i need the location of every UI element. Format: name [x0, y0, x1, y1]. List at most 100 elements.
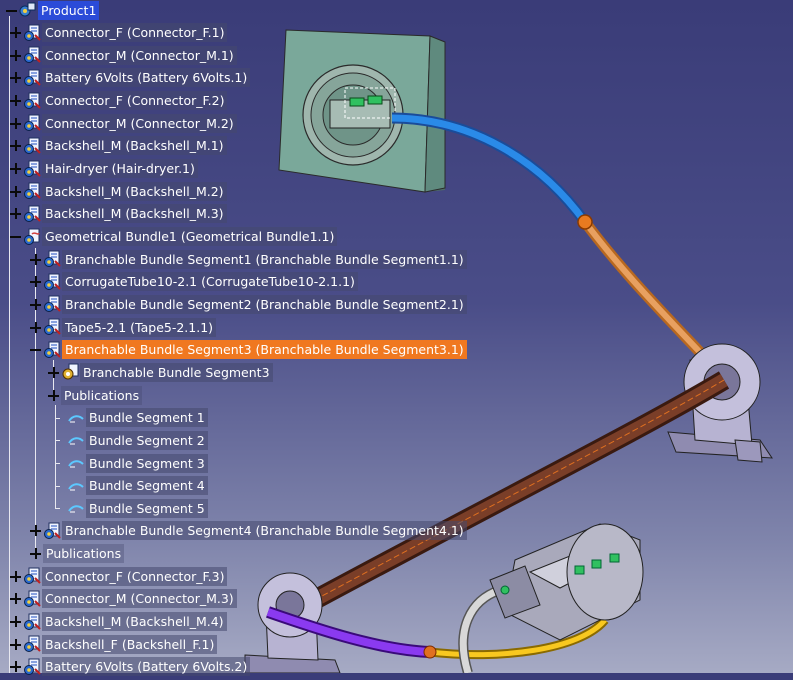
tree-node-label[interactable]: Bundle Segment 4 [86, 476, 208, 496]
expand-plus-icon[interactable] [48, 389, 59, 401]
expand-plus-icon[interactable] [10, 72, 21, 84]
wall-socket-box[interactable] [278, 29, 446, 193]
publication-icon [67, 431, 85, 449]
tree-node-label[interactable]: Battery 6Volts (Battery 6Volts.2) [42, 657, 251, 677]
tree-node-label[interactable]: Publications [61, 385, 143, 405]
tree-node-label[interactable]: CorrugateTube10-2.1 (CorrugateTube10-2.1… [62, 272, 358, 292]
tree-node-label[interactable]: Battery 6Volts (Battery 6Volts.1) [42, 68, 251, 88]
tree-node-label[interactable]: Backshell_M (Backshell_M.3) [42, 204, 227, 224]
tree-node[interactable]: Branchable Bundle Segment1 (Branchable B… [30, 249, 467, 269]
tree-node-label[interactable]: Backshell_M (Backshell_M.4) [42, 612, 227, 632]
tree-node-label[interactable]: Tape5-2.1 (Tape5-2.1.1) [62, 317, 217, 337]
expand-plus-icon[interactable] [10, 593, 21, 605]
tree-node-label[interactable]: Connector_M (Connector_M.3) [42, 589, 237, 609]
tree-node[interactable]: Publications [48, 385, 143, 405]
part-icon [23, 114, 41, 132]
tree-node[interactable]: Bundle Segment 5 [56, 498, 208, 518]
tree-node[interactable]: Branchable Bundle Segment3 [48, 362, 273, 382]
tree-node[interactable]: Hair-dryer (Hair-dryer.1) [10, 159, 198, 179]
tree-node-label[interactable]: Connector_M (Connector_M.1) [42, 45, 237, 65]
tree-node[interactable]: Backshell_M (Backshell_M.1) [10, 136, 227, 156]
expand-plus-icon[interactable] [30, 548, 41, 560]
tree-node-label[interactable]: Backshell_M (Backshell_M.1) [42, 136, 227, 156]
tree-node[interactable]: Backshell_F (Backshell_F.1) [10, 634, 218, 654]
tree-node-label[interactable]: Bundle Segment 5 [86, 498, 208, 518]
tree-node[interactable]: Bundle Segment 3 [56, 453, 208, 473]
tree-node-label[interactable]: Connector_F (Connector_F.3) [42, 566, 228, 586]
tree-node[interactable]: Battery 6Volts (Battery 6Volts.1) [10, 68, 251, 88]
tree-node-label[interactable]: Backshell_F (Backshell_F.1) [42, 634, 218, 654]
tree-node-label[interactable]: Branchable Bundle Segment2 (Branchable B… [62, 294, 467, 314]
expand-plus-icon[interactable] [10, 140, 21, 152]
tree-node-label[interactable]: Branchable Bundle Segment3 (Branchable B… [62, 340, 467, 360]
tree-node[interactable]: Branchable Bundle Segment2 (Branchable B… [30, 294, 467, 314]
expand-plus-icon[interactable] [10, 208, 21, 220]
tree-node-label[interactable]: Branchable Bundle Segment3 [80, 362, 273, 382]
tree-node[interactable]: Battery 6Volts (Battery 6Volts.2) [10, 657, 251, 677]
expand-plus-icon[interactable] [10, 27, 21, 39]
tree-node[interactable]: CorrugateTube10-2.1 (CorrugateTube10-2.1… [30, 272, 358, 292]
tree-node[interactable]: Connector_M (Connector_M.2) [10, 113, 237, 133]
expand-plus-icon[interactable] [30, 253, 41, 265]
tree-node-label[interactable]: Product1 [38, 0, 100, 20]
expand-plus-icon[interactable] [10, 117, 21, 129]
expand-plus-icon[interactable] [10, 661, 21, 673]
tree-node[interactable]: Bundle Segment 1 [56, 408, 208, 428]
tree-node[interactable]: Bundle Segment 4 [56, 476, 208, 496]
expand-plus-icon[interactable] [30, 276, 41, 288]
tree-node-label[interactable]: Connector_F (Connector_F.1) [42, 23, 228, 43]
collapse-minus-icon[interactable] [6, 5, 17, 16]
tree-node-label[interactable]: Backshell_M (Backshell_M.2) [42, 181, 227, 201]
tree-node[interactable]: Connector_F (Connector_F.1) [10, 23, 228, 43]
tree-node[interactable]: Bundle Segment 2 [56, 430, 208, 450]
tree-connector-line [55, 508, 60, 510]
tree-connector-line [55, 417, 60, 419]
part-icon [23, 160, 41, 178]
tree-node[interactable]: Tape5-2.1 (Tape5-2.1.1) [30, 317, 217, 337]
tree-node[interactable]: Backshell_M (Backshell_M.3) [10, 204, 227, 224]
tree-connector-line [55, 463, 60, 464]
tree-node[interactable]: Publications [30, 544, 125, 564]
expand-plus-icon[interactable] [30, 321, 41, 333]
tree-node[interactable]: Branchable Bundle Segment3 (Branchable B… [30, 340, 467, 360]
tree-node[interactable]: Connector_M (Connector_M.3) [10, 589, 237, 609]
expand-plus-icon[interactable] [30, 298, 41, 310]
publication-icon [67, 477, 85, 495]
collapse-minus-icon[interactable] [10, 231, 21, 242]
expand-plus-icon[interactable] [10, 638, 21, 650]
tree-node[interactable]: Geometrical Bundle1 (Geometrical Bundle1… [10, 227, 338, 247]
tree-node-label[interactable]: Publications [43, 544, 125, 564]
tree-node-label[interactable]: Bundle Segment 3 [86, 453, 208, 473]
tree-node[interactable]: Branchable Bundle Segment4 (Branchable B… [30, 521, 467, 541]
expand-plus-icon[interactable] [10, 616, 21, 628]
expand-plus-icon[interactable] [48, 366, 59, 378]
tree-node-label[interactable]: Branchable Bundle Segment1 (Branchable B… [62, 249, 467, 269]
tree-node[interactable]: Product1 [6, 0, 100, 20]
product-icon [19, 1, 37, 19]
part-icon [23, 46, 41, 64]
tree-node[interactable]: Connector_F (Connector_F.2) [10, 91, 228, 111]
tree-node-label[interactable]: Bundle Segment 1 [86, 408, 208, 428]
tree-node-label[interactable]: Hair-dryer (Hair-dryer.1) [42, 159, 198, 179]
tree-node[interactable]: Connector_F (Connector_F.3) [10, 566, 228, 586]
tree-node[interactable]: Backshell_M (Backshell_M.4) [10, 612, 227, 632]
expand-plus-icon[interactable] [30, 525, 41, 537]
tree-node-label[interactable]: Bundle Segment 2 [86, 430, 208, 450]
publication-icon [67, 454, 85, 472]
tree-node[interactable]: Connector_M (Connector_M.1) [10, 45, 237, 65]
expand-plus-icon[interactable] [10, 570, 21, 582]
tree-node-label[interactable]: Connector_F (Connector_F.2) [42, 91, 228, 111]
expand-plus-icon[interactable] [10, 163, 21, 175]
publication-icon [67, 409, 85, 427]
tree-node-label[interactable]: Geometrical Bundle1 (Geometrical Bundle1… [42, 227, 338, 246]
expand-plus-icon[interactable] [10, 49, 21, 61]
tree-node-label[interactable]: Branchable Bundle Segment4 (Branchable B… [62, 521, 467, 541]
collapse-minus-icon[interactable] [30, 344, 41, 355]
expand-plus-icon[interactable] [10, 95, 21, 107]
tree-node[interactable]: Backshell_M (Backshell_M.2) [10, 181, 227, 201]
hair-dryer-connector[interactable] [489, 523, 644, 641]
expand-plus-icon[interactable] [10, 185, 21, 197]
tree-node-label[interactable]: Connector_M (Connector_M.2) [42, 113, 237, 133]
part-icon [23, 613, 41, 631]
